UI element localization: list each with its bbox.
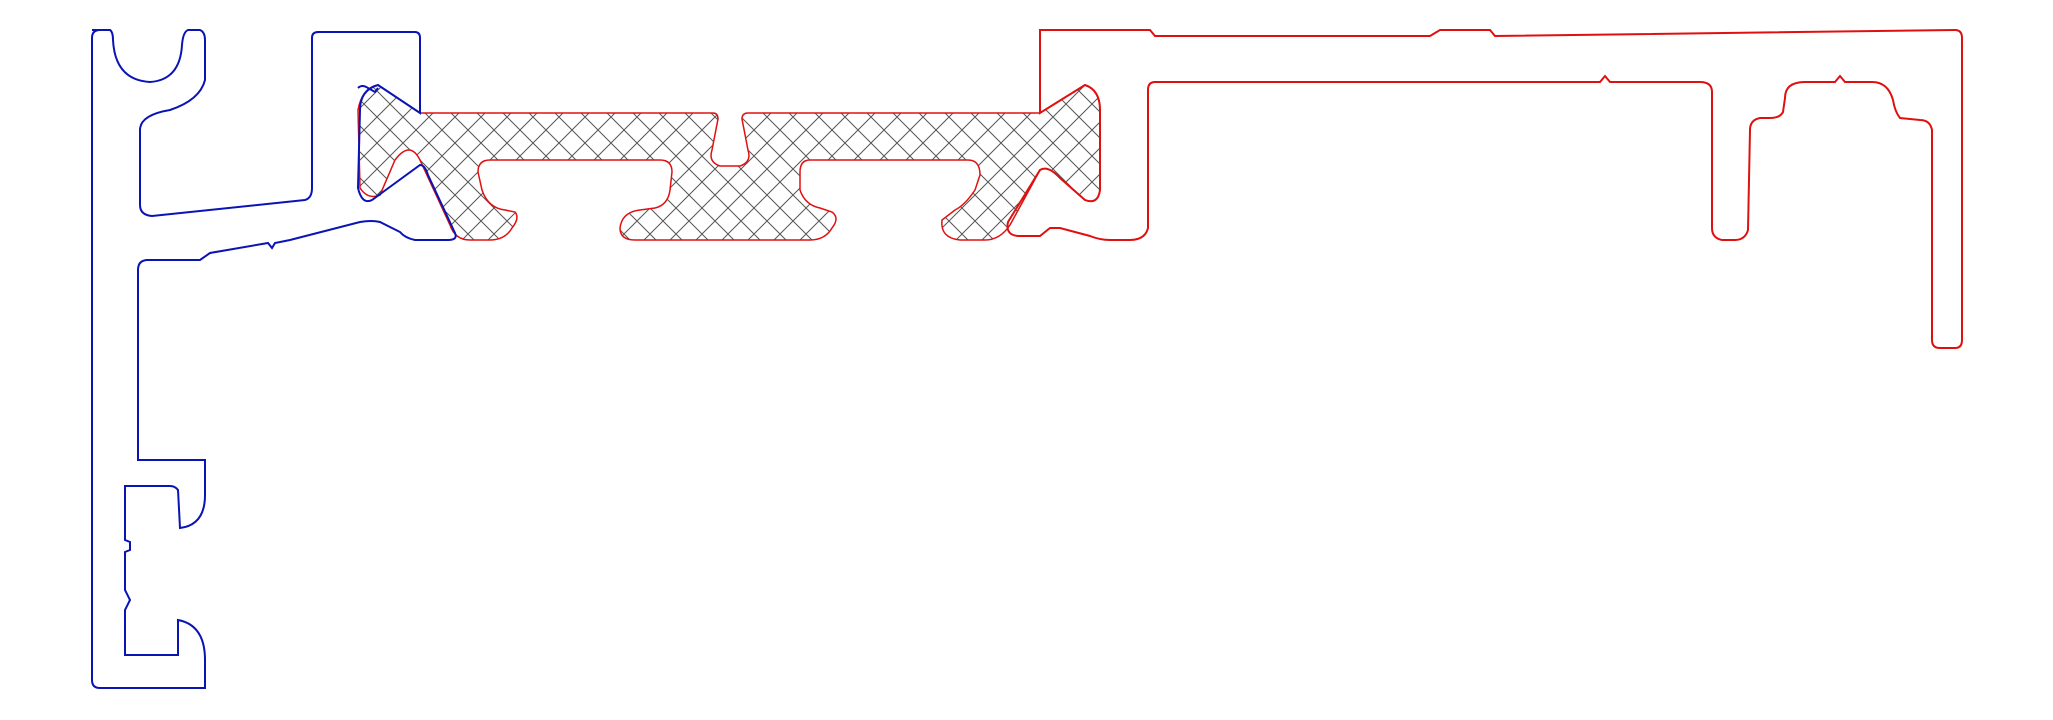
thermal-break [357, 84, 1101, 241]
left-frame-profile [91, 29, 457, 689]
right-sash-profile [1006, 28, 1963, 349]
left-frame-outline [91, 29, 457, 689]
thermal-break-body [357, 84, 1101, 241]
right-sash-outline [1006, 28, 1963, 349]
left-frame-hook [357, 85, 379, 94]
